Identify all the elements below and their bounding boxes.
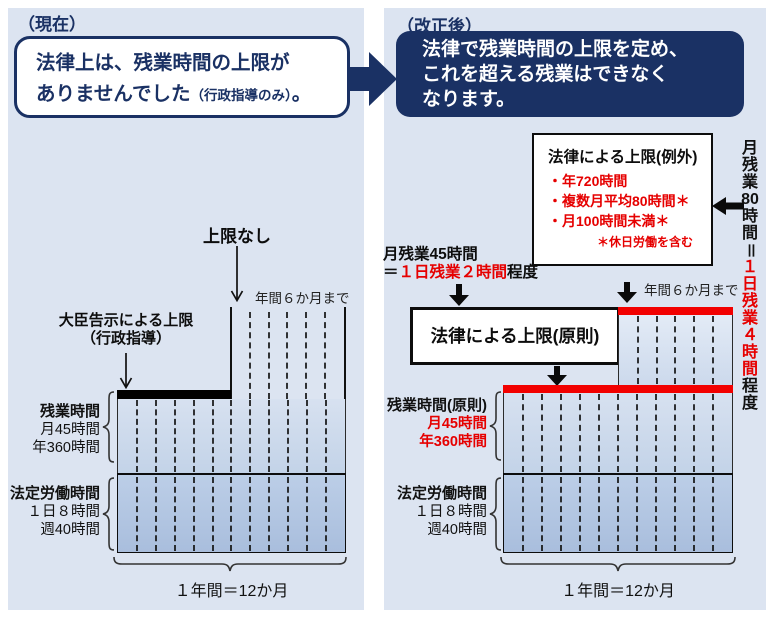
principle-limit-cap	[503, 385, 733, 393]
exception-title: 法律による上限(例外)	[548, 149, 698, 166]
thick-down-arrow-icon	[448, 284, 470, 306]
year-label: １年間＝12か月	[561, 583, 675, 600]
exception-limit-box: 法律による上限(例外) ・年720時間 ・複数月平均80時間＊ ・月100時間未…	[532, 133, 713, 266]
right-arrow-icon	[348, 52, 398, 106]
thin-down-arrow-icon	[119, 353, 133, 389]
statutory-brace-icon	[489, 477, 502, 551]
current-headline-line2: ありませんでした（行政指導のみ）。	[36, 83, 312, 105]
no-limit-label: 上限なし	[203, 227, 271, 246]
exception-item: ・年720時間	[548, 173, 628, 189]
revised-headline-box: 法律で残業時間の上限を定め、 これを超える残業はできなく なります。	[396, 31, 744, 117]
minister-limit-label: 大臣告示による上限 （行政指導）	[58, 312, 194, 347]
exception-left-line	[230, 307, 233, 399]
exception-item: ・複数月平均80時間＊	[548, 193, 690, 209]
statutory-month-dashes	[119, 477, 344, 551]
current-headline-small: （行政指導のみ）	[190, 88, 292, 103]
exception-limit-cap	[618, 307, 733, 315]
overtime-labels: 残業時間 月45時間 年360時間	[32, 403, 100, 456]
thick-down-arrow-icon	[616, 282, 638, 303]
statutory-month-dashes	[505, 477, 731, 551]
current-headline-line1: 法律上は、残業時間の上限が	[36, 52, 290, 74]
monthly-45h-label: 月残業45時間 ＝１日残業２時間程度	[383, 246, 539, 281]
left-arrow-icon	[712, 196, 745, 216]
statutory-labels: 法定労働時間 １日８時間 週40時間	[9, 485, 100, 538]
exception-right-line	[344, 307, 347, 399]
overtime-month-dashes	[119, 400, 344, 472]
exception-month-dashes	[232, 312, 343, 399]
six-months-label: 年間６か月まで	[255, 291, 350, 306]
year-underbrace-icon	[500, 556, 736, 573]
current-panel-title: （現在）	[18, 15, 86, 34]
principle-limit-box: 法律による上限(原則)	[410, 307, 620, 365]
overtime-brace-icon	[102, 391, 115, 463]
statutory-brace-icon	[102, 477, 115, 551]
exception-month-dashes	[620, 316, 731, 384]
minister-limit-cap	[117, 390, 231, 399]
year-label: １年間＝12か月	[174, 583, 289, 600]
overtime-month-dashes	[505, 394, 731, 472]
statutory-labels: 法定労働時間 １日８時間 週40時間	[396, 485, 487, 538]
exception-item: ・月100時間未満＊	[548, 213, 670, 229]
year-underbrace-icon	[113, 556, 347, 573]
thin-down-arrow-icon	[230, 246, 244, 302]
overtime-principle-labels: 残業時間(原則) 月45時間 年360時間	[387, 397, 487, 450]
exception-note: ＊休日労働を含む	[596, 235, 693, 249]
thick-down-arrow-icon	[546, 366, 568, 386]
current-headline-box: 法律上は、残業時間の上限が ありませんでした（行政指導のみ）。	[14, 36, 350, 118]
six-months-label: 年間６か月まで	[644, 283, 739, 298]
overtime-brace-icon	[489, 391, 502, 461]
